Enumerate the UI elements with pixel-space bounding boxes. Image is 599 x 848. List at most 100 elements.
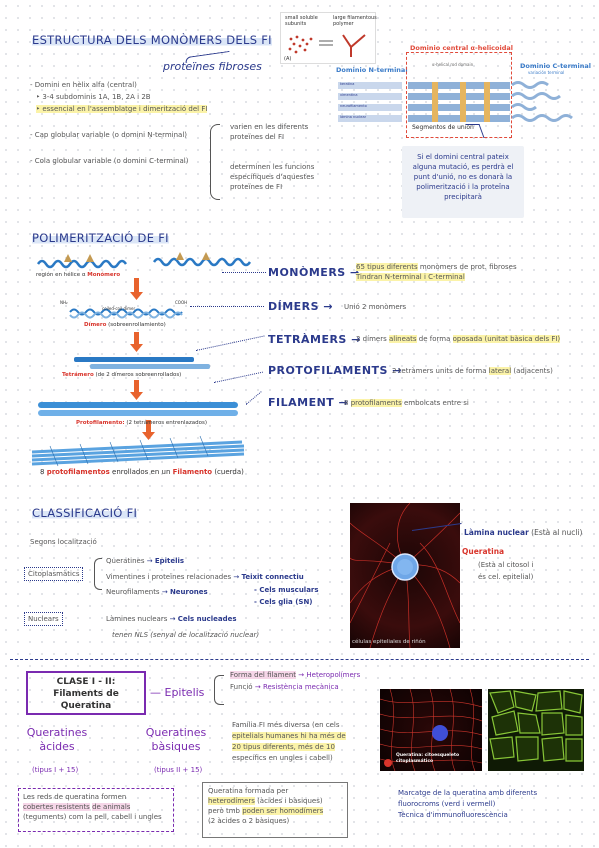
fig-a-left-label: small soluble subunits xyxy=(285,15,318,27)
fig-domain-drawing xyxy=(338,81,573,122)
clase-title-3: Queratina xyxy=(60,701,112,711)
fig-row-lamina: lámina nuclear xyxy=(340,115,367,119)
fig-final-caption: 8 protofilamentos enrollados en un Filam… xyxy=(40,468,244,476)
brace-note-2: proteïnes del FI xyxy=(230,133,285,141)
fig-seg-label: Segmentos de unión xyxy=(412,124,474,131)
figure-domains: Dominio central α-helicoidal Dominio N-t… xyxy=(332,44,594,140)
fig-a-right-label: large filamentous polymer xyxy=(333,15,377,27)
section-title-estructura: ESTRUCTURA DELS MONÒMERS DELS FI xyxy=(32,33,272,47)
section-title-polimeritzacio: POLIMERITZACIÓ DE FI xyxy=(32,231,169,245)
section-title-classificacio: CLASSIFICACIÓ FI xyxy=(32,506,138,520)
step-filament: FILAMENT → xyxy=(268,396,349,409)
step-protofilaments-desc: 2 tetràmers units de forma lateral (adja… xyxy=(392,367,553,375)
target-glia: - Cels glia (SN) xyxy=(254,598,313,606)
fig-a-drawing xyxy=(288,34,366,57)
brace xyxy=(210,124,220,200)
item-laminas: Làmines nuclears → Cels nucleades xyxy=(106,615,237,623)
keratin-red-drawing xyxy=(380,689,482,771)
brace-note-4: específiques d'aquestes xyxy=(230,173,315,181)
step-monomers-desc2: Tindran N-terminal i C-terminal xyxy=(356,273,465,281)
brace-note-5: proteïnes de FI xyxy=(230,183,283,191)
kidney-cells-caption: células epiteliales de riñón xyxy=(352,639,426,645)
cito-brace xyxy=(94,558,102,590)
connector-dimers xyxy=(190,306,264,307)
formada-box: Queratina formada per heterodímers (àcid… xyxy=(202,782,348,838)
subtitle-proteines: proteïnes fibroses xyxy=(163,60,262,73)
bullet-cola-globular: - Cola globular variable (o domini C-ter… xyxy=(30,157,189,165)
clase-epitelis: — Epitelis xyxy=(150,686,205,699)
clase-title-1: CLASE I - II: xyxy=(56,677,116,687)
item-queratines: Queratines → Epitelis xyxy=(106,557,185,565)
fig-tetramer-label: Tetrámero (de 2 dímeros sobreenrollados) xyxy=(62,372,182,378)
step-monomers-desc: 65 tipus diferents monòmers de prot. fib… xyxy=(356,263,517,271)
keratin-green-image xyxy=(488,689,584,771)
reds-line-2: cobertes resistents de animals xyxy=(23,803,131,811)
reds-line-1: Les reds de queratina formen xyxy=(23,793,127,801)
connector-monomers xyxy=(222,272,266,273)
fig-row-vimentina: vimentina xyxy=(340,93,358,97)
nls-note: tenen NLS (senyal de localització nuclea… xyxy=(112,631,260,639)
fig-cterm-sub: variación terminal xyxy=(528,70,565,75)
bullet-helix: - Domini en hèlix alfa (central) xyxy=(30,81,137,89)
group-nuclears: Nuclears xyxy=(24,612,63,626)
fig-row-neurofilamento: neurofilamento xyxy=(340,104,367,108)
step-monomers: MONÒMERS → xyxy=(268,266,360,279)
brace-note-3: determinen les funcions xyxy=(230,163,315,171)
bullet-cap-globular: - Cap globular variable (o domini N-term… xyxy=(30,131,188,139)
segons-localitzacio: Segons localització xyxy=(30,538,97,546)
fig-nterm-label: Dominio N-terminal xyxy=(336,66,408,74)
step-protofilaments: PROTOFILAMENTS → xyxy=(268,364,403,377)
fig-helix-label: región en hélice α Monómero xyxy=(36,272,121,278)
marcatge-note: Marcatge de la queratina amb diferents f… xyxy=(398,789,538,819)
formada-line-4: (2 àcides o 2 bàsiques) xyxy=(208,817,290,825)
keratin-green-drawing xyxy=(489,690,583,762)
item-vimentines: Vimentines i proteïnes relacionades → Te… xyxy=(106,573,304,581)
fig-a-tag: (A) xyxy=(284,56,292,62)
fig-proto-label: Protofilamento: (2 tetrámeros entrenlaza… xyxy=(76,420,207,426)
figure-subunits-polymer: small soluble subunits large filamentous… xyxy=(280,12,377,64)
formada-line-3: però tmb poden ser homodímers xyxy=(208,807,324,815)
familia-line-4: específics en ungles i cabell) xyxy=(232,754,333,762)
bullet-assemblatge: ‣ essencial en l'assemblatge i dimeritza… xyxy=(36,105,208,113)
tipus-basiques: (tipus II + 15) xyxy=(154,766,203,774)
fig-cterm-label: Dominio C-terminal xyxy=(520,62,592,70)
step-tetramers-desc: 2 dímers alineats de forma oposada (unit… xyxy=(356,335,561,343)
bullet-subdominis: ‣ 3-4 subdominis 1A, 1B, 2A i 2B xyxy=(36,93,151,101)
formada-line-2: heterodímers (àcides i bàsiques) xyxy=(208,797,323,805)
lamina-label: Làmina nuclear (Està al nucli) xyxy=(464,528,583,537)
familia-line-3: 20 tipus diferents, més de 10 xyxy=(232,743,335,751)
mutation-note: Si el domini central pateix alguna mutac… xyxy=(402,146,524,218)
fig-coiled-label: coiled-coil dimer xyxy=(102,306,136,311)
group-citoplasmatics: Citoplasmàtics xyxy=(24,567,84,581)
step-filament-desc: 8 protofilaments embolcats entre si xyxy=(344,399,469,407)
step-dimers: DÍMERS → xyxy=(268,300,334,313)
forma-row: Forma del filament → Heteropolímers xyxy=(230,671,361,679)
target-musculars: - Cels musculars xyxy=(254,586,319,594)
fig-cooh-label: COOH xyxy=(175,300,188,305)
fig-nh2-label: NH₂ xyxy=(60,300,68,305)
step-tetramers: TETRÀMERS → xyxy=(268,333,361,346)
reds-box: Les reds de queratina formen cobertes re… xyxy=(18,788,174,832)
reds-line-3: (teguments) com la pell, cabell i ungles xyxy=(23,813,162,821)
clase-brace xyxy=(214,675,224,705)
clase-title-2: Filaments de xyxy=(53,689,119,699)
familia-line-1: Família FI més diversa (en cels xyxy=(232,721,340,729)
familia-line-2: epitelials humanes hi ha més de xyxy=(232,732,346,740)
kidney-cells-image: células epiteliales de riñón xyxy=(350,503,460,648)
funcio-row: Funció → Resistència mecànica xyxy=(230,683,339,691)
fig-dimer-label: Dímero (sobreenrollamiento) xyxy=(84,322,166,328)
clase-box: CLASE I - II: Filaments de Queratina xyxy=(26,671,146,715)
section-divider xyxy=(10,659,589,660)
kidney-cells-drawing xyxy=(350,503,460,648)
fig-rod-label: α-helical rod domain xyxy=(432,62,474,67)
item-neurofilaments: Neurofilaments → Neurones xyxy=(106,588,208,596)
queratina-label: Queratina xyxy=(462,547,505,556)
queratina-note-1: (Està al citosol i xyxy=(478,561,534,569)
fig-row-keratina: keratina xyxy=(340,82,355,86)
tipus-acides: (tipus I + 15) xyxy=(32,766,79,774)
formada-line-1: Queratina formada per xyxy=(208,787,289,795)
